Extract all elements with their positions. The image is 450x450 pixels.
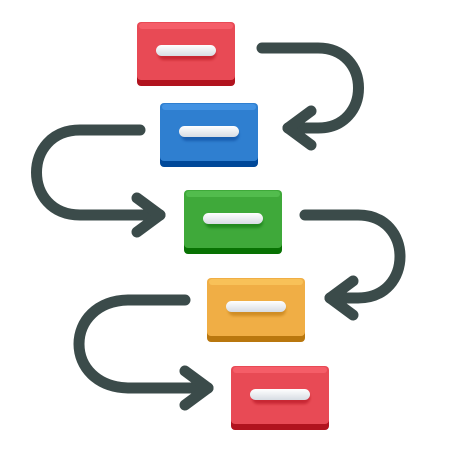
- step-block-icon: [207, 278, 305, 342]
- step-bar: [179, 126, 239, 137]
- step-bar: [156, 45, 216, 56]
- step-block-icon: [160, 103, 258, 167]
- step-bar: [203, 213, 263, 224]
- arrow-connector: [299, 209, 406, 321]
- step-bar: [250, 389, 310, 400]
- arrow-connector: [73, 294, 214, 411]
- step-block-icon: [231, 366, 329, 430]
- step-block-icon: [137, 22, 235, 86]
- arrow-connector: [256, 42, 364, 151]
- arrow-connector: [31, 124, 166, 238]
- step-block-icon: [184, 190, 282, 254]
- step-bar: [226, 301, 286, 312]
